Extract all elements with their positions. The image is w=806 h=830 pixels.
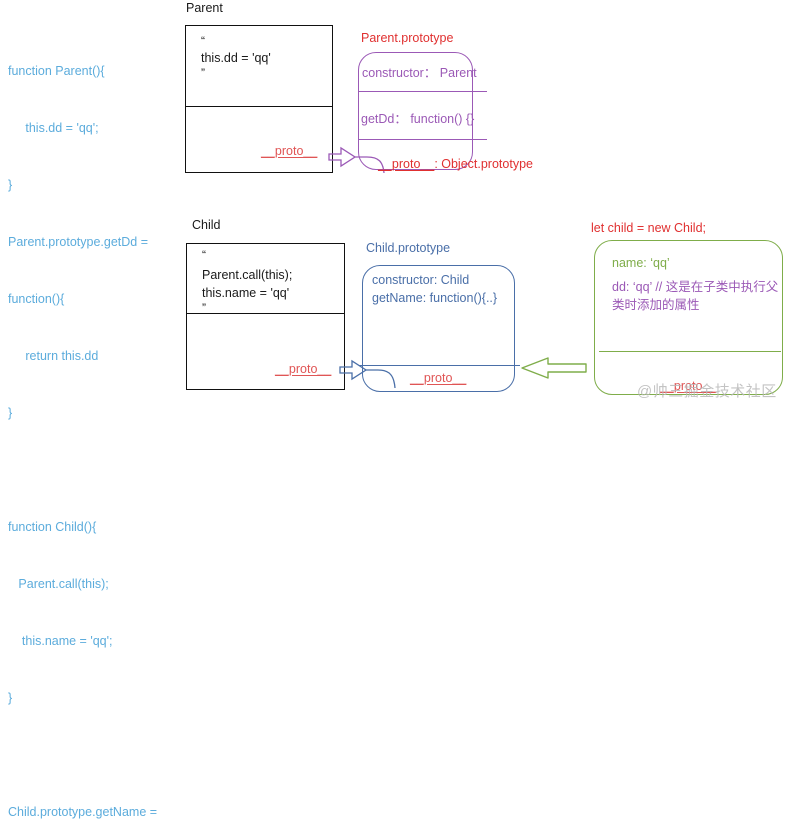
parent-prototype-row-constructor: constructor： Parent <box>362 66 477 80</box>
source-code-panel: function Parent(){ this.dd = 'qq'; } Par… <box>8 24 184 830</box>
instance-proto-arrow <box>521 357 587 379</box>
child-box-divider <box>187 313 344 314</box>
child-prototype-divider <box>359 365 520 366</box>
child-prototype-box <box>359 265 520 392</box>
child-box-content: “ Parent.call(this); this.name = 'qq' ” <box>202 248 293 315</box>
close-quote: ” <box>201 66 205 80</box>
parent-prototype-proto-label: __proto__ <box>378 157 435 171</box>
code-line: } <box>8 691 13 705</box>
parent-prototype-proto-value: : Object.prototype <box>434 157 533 171</box>
parent-prototype-divider-1 <box>359 91 487 92</box>
code-line: this.name = 'qq'; <box>8 634 113 648</box>
child-prototype-proto-label: __proto__ <box>410 371 467 385</box>
instance-box-divider <box>599 351 781 352</box>
child-box-body-line-1: Parent.call(this); <box>202 268 293 282</box>
instance-name-row: name: ‘qq’ <box>612 256 670 270</box>
instance-dd-row: dd: ‘qq’ // 这是在子类中执行父 类时添加的属性 <box>612 278 780 314</box>
parent-prototype-proto-row: __proto__: Object.prototype <box>378 157 533 171</box>
code-blank-line <box>8 746 184 765</box>
code-line: function(){ <box>8 292 65 306</box>
parent-box <box>185 25 333 173</box>
parent-box-title: Parent <box>186 1 223 15</box>
code-line: function Child(){ <box>8 520 97 534</box>
child-box-title: Child <box>192 218 221 232</box>
code-blank-line <box>8 461 184 480</box>
child-prototype-row-constructor: constructor: Child <box>372 273 470 287</box>
instance-box <box>594 240 783 395</box>
parent-prototype-box <box>358 52 487 170</box>
parent-prototype-divider-2 <box>359 139 487 140</box>
code-line: Child.prototype.getName = <box>8 805 158 819</box>
child-prototype-title: Child.prototype <box>366 241 451 255</box>
watermark: @帅三掘金技术社区 <box>637 383 777 400</box>
parent-prototype-row-getdd: getDd： function() {} <box>361 112 475 126</box>
code-line: } <box>8 178 13 192</box>
code-line: function Parent(){ <box>8 64 105 78</box>
code-line: Parent.call(this); <box>8 577 109 591</box>
parent-proto-label: __proto__ <box>261 144 318 158</box>
child-proto-arrow <box>339 359 396 389</box>
child-proto-label: __proto__ <box>275 362 332 376</box>
parent-box-divider <box>186 106 332 107</box>
open-quote: “ <box>202 248 206 262</box>
open-quote: “ <box>201 34 205 48</box>
diagram-canvas: function Parent(){ this.dd = 'qq'; } Par… <box>8 1 783 819</box>
code-line: this.dd = 'qq'; <box>8 121 99 135</box>
parent-box-body: this.dd = 'qq' <box>201 51 271 65</box>
child-box <box>186 243 345 390</box>
parent-box-content: “ this.dd = 'qq' ” <box>201 34 271 80</box>
instance-box-title: let child = new Child; <box>591 221 706 235</box>
close-quote: ” <box>202 301 206 315</box>
child-prototype-row-getname: getName: function(){..} <box>372 291 498 305</box>
instance-dd-line-2: 类时添加的属性 <box>612 298 700 312</box>
instance-dd-line-1: dd: ‘qq’ // 这是在子类中执行父 <box>612 280 779 294</box>
code-line: } <box>8 406 13 420</box>
child-box-body-line-2: this.name = 'qq' <box>202 286 290 300</box>
parent-prototype-title: Parent.prototype <box>361 31 454 45</box>
code-line: Parent.prototype.getDd = <box>8 235 149 249</box>
code-line: return this.dd <box>8 349 99 363</box>
instance-proto-label: __proto__ <box>660 379 717 393</box>
